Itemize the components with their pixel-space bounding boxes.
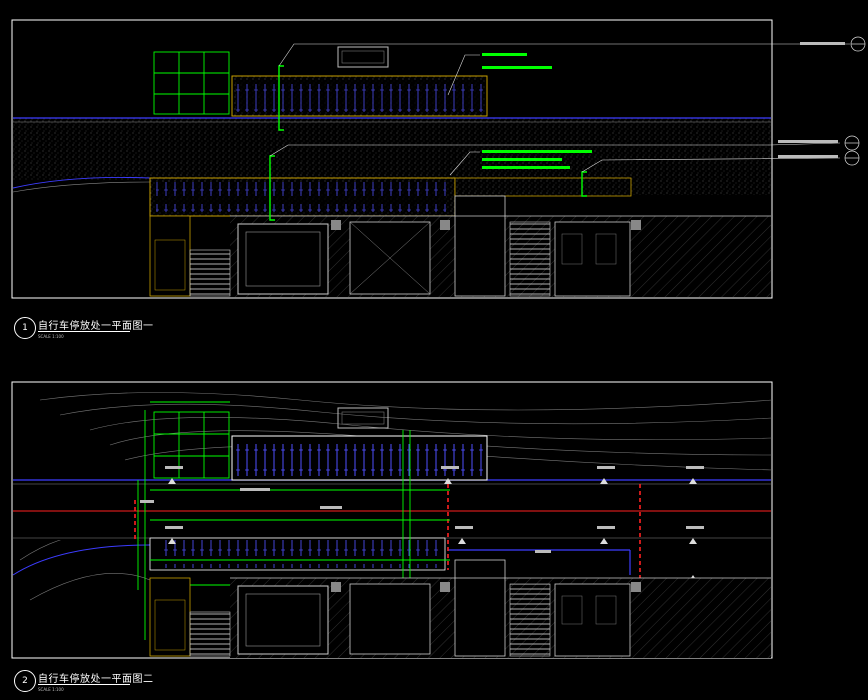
plan-1-callout-text xyxy=(482,53,592,169)
drawing-2-number-bubble: 2 xyxy=(14,670,36,692)
drawing-1-title: 自行车停放处一平面图一 xyxy=(38,321,154,332)
plan-1-section-markers xyxy=(269,65,587,221)
plan-1-pergola xyxy=(153,51,230,115)
drawing-1-scale: SCALE 1:100 xyxy=(38,334,64,339)
plan-2-red-dashed xyxy=(134,484,641,580)
drawing-1-title-underline xyxy=(38,331,130,332)
drawing-2-title: 自行车停放处一平面图二 xyxy=(38,674,154,685)
plan-2 xyxy=(11,381,773,659)
plan-1-frame xyxy=(11,19,773,299)
drawing-2-scale: SCALE 1:100 xyxy=(38,687,64,692)
plan-1-building xyxy=(149,195,771,297)
plan-1-leaders xyxy=(269,43,850,176)
plan-2-dimensions xyxy=(137,401,450,641)
plan-1-detail-bubbles xyxy=(844,36,866,166)
plan-2-road xyxy=(13,480,771,540)
plan-2-building xyxy=(149,559,771,658)
plan-1-skylight xyxy=(337,46,389,68)
drawing-2-title-underline xyxy=(38,684,130,685)
drawing-1-number-bubble: 1 xyxy=(14,317,36,339)
plan-1-right-notes xyxy=(778,42,845,158)
plan-1 xyxy=(11,19,866,299)
